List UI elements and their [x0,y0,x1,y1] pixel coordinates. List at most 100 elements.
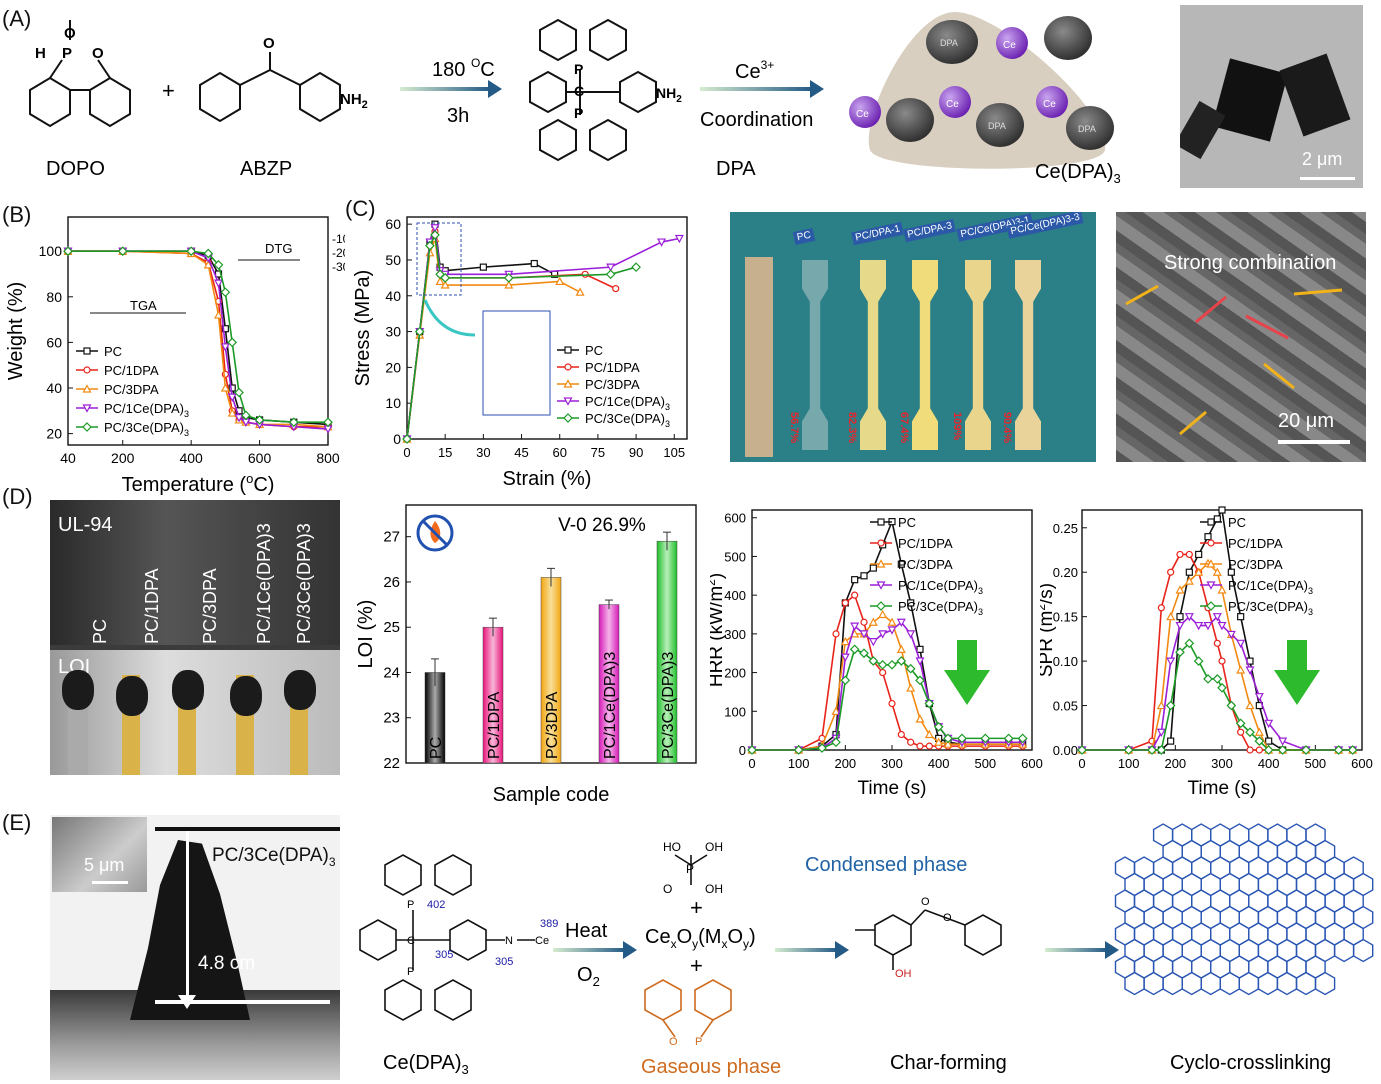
cexoy-label: CexOy(MxOy) [645,926,756,951]
data-point [896,656,907,666]
dtg-label: DTG [265,241,292,256]
cedpa-structure-e [359,854,535,1021]
data-point [957,733,967,744]
x-tick-label: 90 [629,445,643,460]
plus-sign: + [162,78,175,103]
legend-marker [564,346,572,354]
data-point [916,645,924,653]
inset-box [482,310,551,416]
data-point [1237,728,1245,736]
height-top-line [155,827,340,831]
po-p: P [695,1036,702,1048]
data-point [530,259,538,268]
dtg-tick-label: -20 [332,246,345,260]
legend-label: PC [1228,515,1246,530]
e-p1: P [407,899,414,911]
data-point [1185,568,1193,576]
legend-marker [1206,601,1216,611]
data-point [1003,733,1014,744]
x-tick-label: 100 [1118,756,1140,771]
y-tick-label: 20 [46,426,62,442]
legend-label: PC/1DPA [1228,536,1283,551]
legend-marker [82,384,92,393]
dopo-o-top: O [64,25,76,42]
network-ring [1162,971,1183,996]
x-tick-label: 40 [60,450,76,466]
y-tick-label: 0.10 [1053,654,1078,669]
x-tick-label: 105 [663,445,685,460]
data-point [907,599,915,607]
network-ring [1352,938,1374,963]
network-ring [1143,971,1164,996]
data-point [860,572,868,580]
bde-389: 389 [540,918,558,930]
legend-marker [82,422,92,432]
data-point [888,699,896,708]
data-point [840,653,850,662]
cedpa-e-label: Ce(DPA)3 [383,1052,469,1077]
data-point [220,383,230,392]
x-tick-label: 400 [1258,756,1280,771]
char-oh: OH [895,968,912,980]
data-point [402,434,412,444]
svg-text:DPA: DPA [940,38,958,48]
data-point [1301,745,1311,755]
height-bottom-line [155,1000,330,1004]
y-tick-label: 0.05 [1053,699,1078,714]
legend-marker [877,539,885,547]
y-tick-label: 0 [393,431,401,447]
data-point [1204,533,1212,541]
sem-fracture-image: Strong combination 20 μm [1116,212,1366,462]
y-tick-label: 24 [383,664,400,681]
legend-label: PC/3Ce(DPA)3 [585,411,670,429]
data-point [905,663,916,674]
specimen-tag: PC/DPA-3 [903,218,957,243]
y-tick-label: 300 [724,627,746,642]
data-point [916,742,924,750]
condensed-phase-label: Condensed phase [805,854,967,876]
y-tick-label: 60 [385,216,401,232]
data-point [1175,621,1185,631]
data-point [980,733,991,744]
inset-arrow [423,299,476,337]
network-ring [1219,971,1240,996]
bar-category-label: PC [428,737,445,759]
dpa-label: DPA [716,158,756,180]
data-point [1194,567,1204,576]
data-point [227,393,237,402]
acid-p: P [686,862,694,876]
acid-oh2: OH [705,882,723,896]
data-point [228,384,236,392]
po-radical [644,979,732,1038]
complex-dpa-disks: DPA DPA DPA [886,16,1114,150]
panel-label-b: (B) [2,202,32,227]
y-tick-label: 20 [385,359,401,375]
data-point [1236,639,1246,649]
y-tick-label: 0.15 [1053,610,1078,625]
elongation-label: 56.7% [788,412,800,444]
elongation-label: 109% [951,412,963,441]
mechanism-scheme: P P C N Ce 402 389 305 305 Ce(DPA)3 Heat… [359,823,1374,1078]
specimen-tag: PC [792,228,816,245]
plus-2: + [690,953,703,978]
panel-label-c: (C) [345,196,376,221]
data-point [221,325,229,333]
y-axis-label: SPR (m2/s) [1040,583,1057,677]
data-point [1213,515,1221,523]
svg-text:Ce: Ce [856,109,869,120]
x-tick-label: 30 [476,445,490,460]
po-o: O [669,1036,678,1048]
x-tick-label: 0 [403,445,410,460]
legend-marker [563,397,573,406]
phosphoric-acid [674,854,708,885]
series-line-0 [68,250,329,426]
data-point [227,408,237,417]
data-point [897,560,905,568]
y-tick-label: 23 [383,710,400,727]
data-point [943,739,953,748]
legend-label: PC/3DPA [585,377,640,392]
series-line-1 [1082,553,1353,751]
data-point [186,246,197,257]
zoom-box [416,222,462,296]
data-point [1165,700,1176,711]
